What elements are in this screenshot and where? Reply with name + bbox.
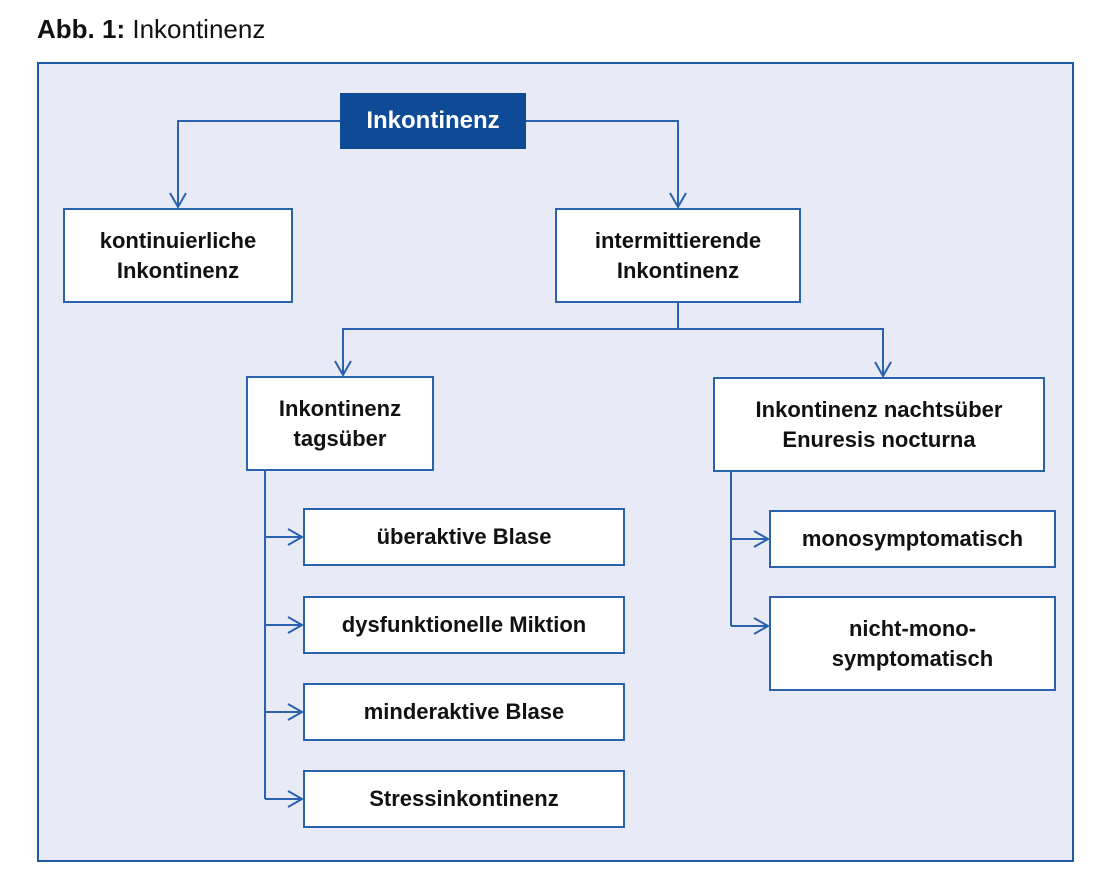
connector-root-intermittent	[526, 120, 687, 210]
node-intermittent: intermittierende Inkontinenz	[555, 208, 801, 303]
connector-root-continuous	[169, 120, 340, 210]
caption-title: Inkontinenz	[132, 14, 266, 44]
node-day-child: dysfunktionelle Miktion	[303, 596, 625, 654]
node-root-label: Inkontinenz	[366, 107, 500, 134]
node-day-child-label: Stressinkontinenz	[369, 786, 559, 811]
node-night-child: monosymptomatisch	[769, 510, 1056, 568]
node-day-child: überaktive Blase	[303, 508, 625, 566]
node-day-child: minderaktive Blase	[303, 683, 625, 741]
connector-intermittent-nighttime	[678, 328, 892, 379]
node-daytime-label: Inkontinenz tagsüber	[278, 395, 402, 451]
node-nighttime-label: Inkontinenz nachtsüber Enuresis nocturna	[755, 396, 1003, 452]
node-day-child: Stressinkontinenz	[303, 770, 625, 828]
node-day-child-label: dysfunktionelle Miktion	[341, 612, 587, 637]
node-continuous-label: kontinuierliche Inkontinenz	[99, 227, 257, 283]
node-intermittent-label: intermittierende Inkontinenz	[594, 227, 762, 283]
node-continuous: kontinuierliche Inkontinenz	[63, 208, 293, 303]
node-day-child-label: überaktive Blase	[376, 524, 552, 549]
connector-intermittent-daytime	[334, 328, 678, 378]
figure-caption: Abb. 1: Inkontinenz	[37, 14, 265, 45]
node-day-child-label: minderaktive Blase	[363, 699, 565, 724]
node-night-child: nicht-mono- symptomatisch	[769, 596, 1056, 691]
node-night-child-label: nicht-mono- symptomatisch	[831, 615, 994, 671]
node-night-child-label: monosymptomatisch	[801, 526, 1024, 551]
caption-label: Abb. 1:	[37, 14, 126, 44]
node-daytime: Inkontinenz tagsüber	[246, 376, 434, 471]
node-root: Inkontinenz	[340, 93, 526, 149]
node-nighttime: Inkontinenz nachtsüber Enuresis nocturna	[713, 377, 1045, 472]
